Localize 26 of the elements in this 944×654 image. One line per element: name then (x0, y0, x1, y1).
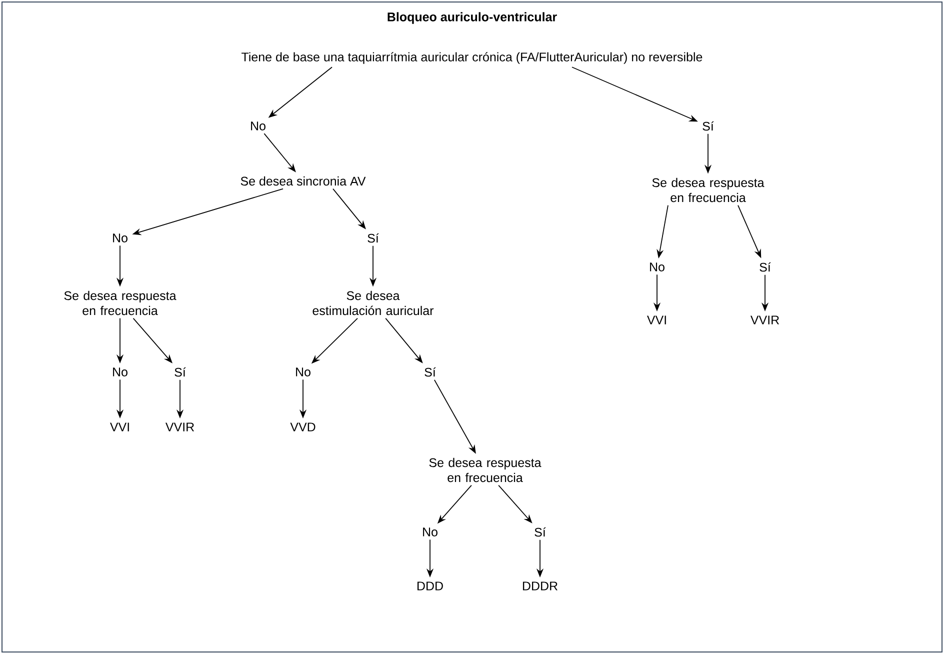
answer-text: DDDR (522, 582, 558, 590)
answer-text: Sí (368, 233, 379, 243)
title: Bloqueo auriculo-ventricular (388, 12, 557, 24)
answer-text: VVI (110, 422, 129, 432)
answer-text: Sí (424, 367, 436, 377)
answer-text: No (423, 528, 438, 536)
answer-text: No (113, 368, 128, 376)
answer-text: Se desea estimulación auricular (312, 290, 434, 316)
answer-text: VVIR (750, 316, 780, 324)
answer-text: DDD (417, 582, 443, 590)
answer-text: Sí (534, 527, 546, 537)
answer-text: VVI (647, 316, 666, 324)
answer-text: No (113, 234, 128, 242)
answer-text: Se desea sincronia AV (240, 176, 366, 186)
answer-text: Se desea respuesta en frecuencia (429, 458, 542, 482)
answer-text: VVD (290, 422, 316, 432)
answer-text: No (650, 262, 664, 272)
answer-text: Se desea respuesta en frecuencia (652, 178, 764, 202)
answer-text: No (251, 122, 266, 130)
answer-text: Sí (702, 121, 714, 131)
answer-text: Sí (760, 262, 771, 272)
answer-text: Sí (174, 367, 186, 377)
answer-text: Tiene de base una taquiarrítmia auricular crónica (FA/FlutterAuricular) no reversible (242, 52, 702, 64)
answer-text: Se desea respuesta en frecuencia (64, 290, 176, 316)
answer-text: No (296, 368, 310, 376)
answer-text: VVIR (165, 422, 194, 432)
